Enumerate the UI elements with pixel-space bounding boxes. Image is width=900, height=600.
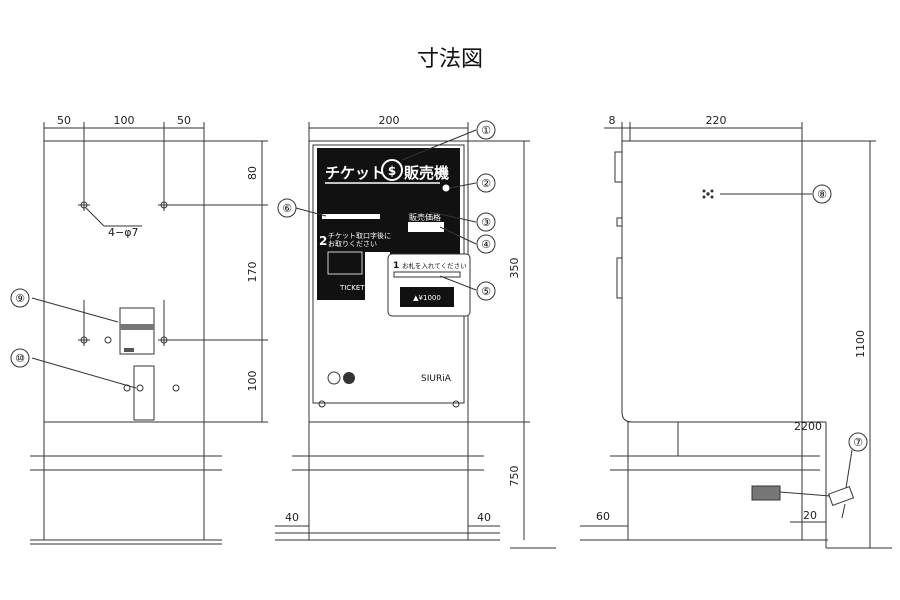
bill-value: ▲¥1000 [413, 294, 441, 302]
front-dim-height-lower: 750 [508, 466, 521, 487]
rear-view [10, 122, 268, 545]
callout-8: ⑧ [817, 188, 827, 201]
svg-text:$: $ [388, 164, 396, 178]
ticket-label: TICKET [339, 284, 365, 292]
plug-icon [827, 485, 855, 507]
front-dim-height-upper: 350 [508, 258, 521, 279]
front-dim-base-right: 40 [477, 511, 491, 524]
side-view [580, 122, 892, 549]
rear-dim-center: 100 [114, 114, 135, 127]
coin-logo-icon [381, 159, 403, 181]
rear-dim-v1: 80 [246, 166, 259, 180]
rear-dim-right: 50 [177, 114, 191, 127]
callout-10: ⑩ [15, 352, 25, 365]
callout-6: ⑥ [282, 202, 292, 215]
price-display [408, 222, 444, 232]
side-body [621, 140, 803, 423]
hole-note: 4−φ7 [108, 226, 138, 239]
cable-clamp [751, 485, 781, 501]
drawing-title: 寸法図 [417, 47, 483, 72]
bill-slot [393, 271, 461, 278]
rear-dim-v3: 100 [246, 371, 259, 392]
callout-2: ② [481, 177, 491, 190]
callout-9-icon [10, 288, 30, 308]
bill-button[interactable] [400, 287, 454, 307]
ticket-instruction: チケット取口字後にお取りください [328, 231, 391, 248]
speaker-icon [702, 189, 714, 199]
side-dim-height: 1100 [854, 330, 867, 358]
panel-title-right: 販売機 [404, 164, 449, 182]
callout-5: ⑤ [481, 285, 491, 298]
rear-dim-v2: 170 [246, 262, 259, 283]
rear-stand [43, 421, 205, 541]
recycle-logo-icon [327, 371, 341, 385]
side-stand [627, 421, 803, 541]
callout-4: ④ [481, 238, 491, 251]
callout-5-icon [476, 281, 496, 301]
front-dim-base-left: 40 [285, 511, 299, 524]
callout-1: ① [481, 124, 491, 137]
ticket-slot [322, 214, 380, 219]
callout-4-icon [476, 234, 496, 254]
callout-2-icon [476, 173, 496, 193]
indicator-lamp-icon [442, 184, 450, 192]
rear-body [43, 140, 205, 423]
callout-9: ⑨ [15, 292, 25, 305]
cert-logo-icon [343, 372, 355, 384]
side-dim-offset: 8 [609, 114, 616, 127]
side-dim-plug: 20 [803, 509, 817, 522]
rear-dim-left: 50 [57, 114, 71, 127]
callout-3: ③ [481, 216, 491, 229]
callout-10-icon [10, 348, 30, 368]
front-view [275, 122, 556, 549]
price-label: 販売価格 [409, 212, 441, 222]
panel-title-left: チケット [325, 164, 385, 182]
callout-1-icon [476, 120, 496, 140]
callout-7-icon [848, 432, 868, 452]
callout-3-icon [476, 212, 496, 232]
side-dim-base-left: 60 [596, 510, 610, 523]
bill-step-number: 1 [393, 261, 399, 271]
ticket-step-number: 2 [319, 234, 327, 248]
side-dim-width: 220 [706, 114, 727, 127]
rear-cable-port [133, 365, 155, 421]
callout-8-icon [812, 184, 832, 204]
side-dim-cable: 2200 [794, 420, 822, 433]
bill-instruction: お札を入れてください [402, 261, 467, 270]
callout-7: ⑦ [853, 436, 863, 449]
brand-name: SIURiA [421, 374, 452, 384]
callout-6-icon [277, 198, 297, 218]
front-dim-width: 200 [379, 114, 400, 127]
rear-lock-box [119, 307, 155, 355]
front-stand [308, 421, 469, 541]
